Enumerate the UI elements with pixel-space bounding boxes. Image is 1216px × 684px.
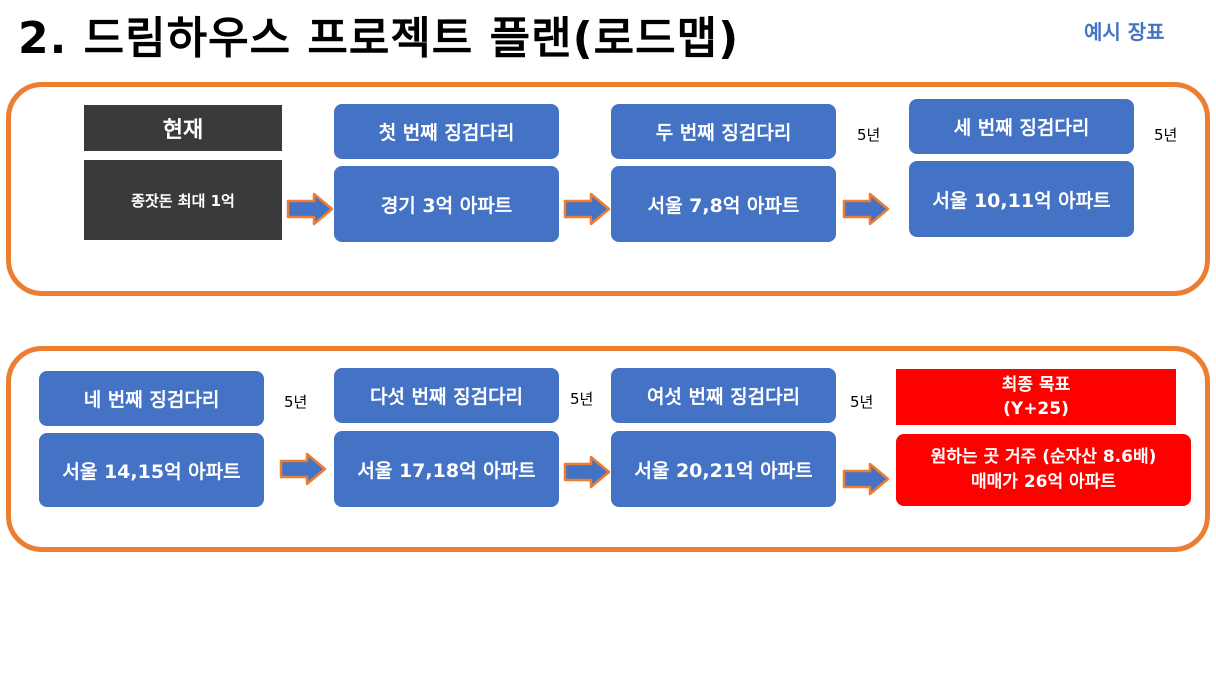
final-goal-price: 매매가 26억 아파트 [971,472,1116,492]
final-goal-value: 원하는 곳 거주 (순자산 8.6배) 매매가 26억 아파트 [896,434,1191,506]
final-goal-label: 최종 목표 (Y+25) [896,369,1176,425]
step-5-years: 5년 [570,390,594,408]
arrow-right-icon [563,192,611,226]
current-value: 종잣돈 최대 1억 [84,160,282,240]
final-goal-title: 최종 목표 [1001,375,1071,395]
step-6-value: 서울 20,21억 아파트 [611,431,836,507]
step-2-label: 두 번째 징검다리 [611,104,836,159]
step-1-label: 첫 번째 징검다리 [334,104,559,159]
arrow-right-icon [842,192,890,226]
final-goal-timeframe: (Y+25) [1003,399,1069,419]
step-4-years: 5년 [284,393,308,411]
step-3-years: 5년 [1154,126,1178,144]
step-4-label: 네 번째 징검다리 [39,371,264,426]
example-label: 예시 장표 [1084,20,1165,44]
step-3-label: 세 번째 징검다리 [909,99,1134,154]
page-title: 2. 드림하우스 프로젝트 플랜(로드맵) [18,13,740,64]
step-5-label: 다섯 번째 징검다리 [334,368,559,423]
step-3-value: 서울 10,11억 아파트 [909,161,1134,237]
step-2-years: 5년 [857,126,881,144]
roadmap-panel-row-1 [6,82,1210,296]
step-6-label: 여섯 번째 징검다리 [611,368,836,423]
arrow-right-icon [279,452,327,486]
step-5-value: 서울 17,18억 아파트 [334,431,559,507]
step-2-value: 서울 7,8억 아파트 [611,166,836,242]
step-6-years: 5년 [850,393,874,411]
step-1-value: 경기 3억 아파트 [334,166,559,242]
roadmap-panel-row-2 [6,346,1210,552]
final-goal-description: 원하는 곳 거주 (순자산 8.6배) [930,447,1157,467]
current-label: 현재 [84,105,282,151]
step-4-value: 서울 14,15억 아파트 [39,433,264,507]
arrow-right-icon [842,462,890,496]
arrow-right-icon [286,192,334,226]
arrow-right-icon [563,455,611,489]
